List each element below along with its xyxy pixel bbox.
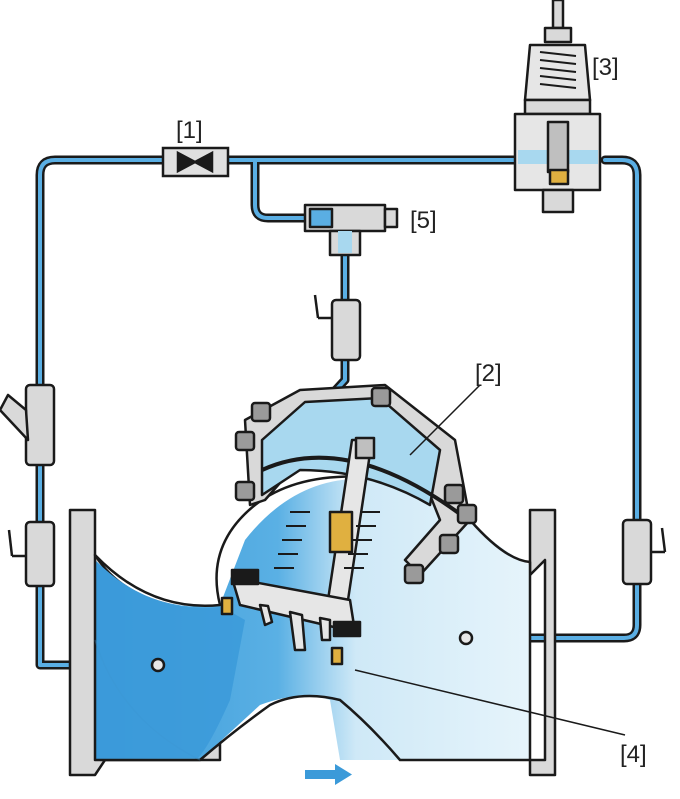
label-valve-seat: [4] bbox=[620, 741, 647, 768]
needle-valve bbox=[161, 146, 230, 178]
y-strainer bbox=[0, 383, 56, 467]
isolation-valve-right bbox=[621, 518, 667, 586]
label-speed-control: [5] bbox=[410, 207, 437, 234]
label-control-chamber: [2] bbox=[475, 360, 502, 387]
flow-arrow bbox=[305, 764, 352, 785]
valve-stem-assembly bbox=[220, 436, 380, 666]
label-needle-valve: [1] bbox=[176, 117, 203, 144]
main-valve-body bbox=[68, 475, 557, 777]
leader-lines bbox=[354, 384, 626, 736]
isolation-valve-left bbox=[7, 520, 56, 588]
speed-control-valve bbox=[303, 203, 399, 257]
isolation-valve-top bbox=[313, 294, 362, 362]
pilot-valve bbox=[513, 0, 602, 214]
pilot-tubing bbox=[35, 155, 642, 670]
label-pilot-valve: [3] bbox=[592, 54, 619, 81]
